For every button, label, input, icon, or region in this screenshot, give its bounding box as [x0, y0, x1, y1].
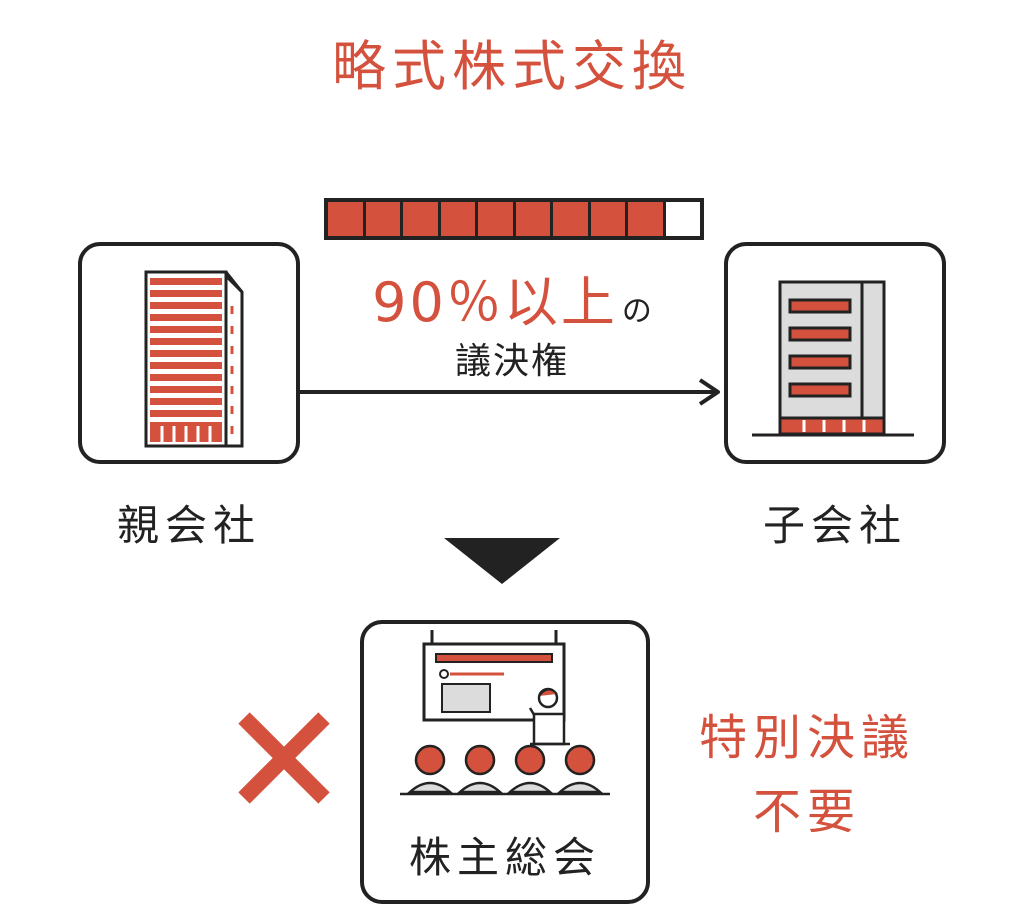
- ownership-arrow: [300, 378, 720, 406]
- subsidiary-label: 子会社: [762, 501, 907, 550]
- shareholders-meeting-card: 株主総会: [360, 620, 650, 904]
- down-triangle-icon: [444, 538, 560, 584]
- not-required-label: 不要: [752, 784, 861, 840]
- voting-rights-label: 議決権: [454, 341, 569, 382]
- threshold-suffix: の: [621, 294, 652, 329]
- meter-segment: [365, 202, 400, 236]
- page-title: 略式株式交換: [332, 35, 692, 98]
- office-tower-icon: [144, 270, 244, 448]
- meter-segment: [590, 202, 625, 236]
- meter-segment: [403, 202, 438, 236]
- meter-segment: [628, 202, 663, 236]
- building-icon: [752, 280, 914, 437]
- meter-segment: [328, 202, 363, 236]
- vote-share-meter: [324, 198, 704, 240]
- subsidiary-card: [724, 242, 946, 464]
- meter-segment: [515, 202, 550, 236]
- threshold-value: 90％以上: [372, 271, 618, 334]
- parent-company-card: [78, 242, 300, 464]
- special-resolution-label: 特別決議: [698, 710, 915, 766]
- meter-segment: [440, 202, 475, 236]
- shareholders-meeting-label: 株主総会: [408, 833, 601, 882]
- cross-icon: [238, 712, 330, 804]
- meter-segment: [665, 202, 700, 236]
- shareholders-meeting-icon: [400, 630, 610, 796]
- vote-threshold: 90％以上の: [342, 258, 682, 337]
- meter-segment: [553, 202, 588, 236]
- meter-segment: [478, 202, 513, 236]
- parent-company-label: 親会社: [116, 501, 261, 550]
